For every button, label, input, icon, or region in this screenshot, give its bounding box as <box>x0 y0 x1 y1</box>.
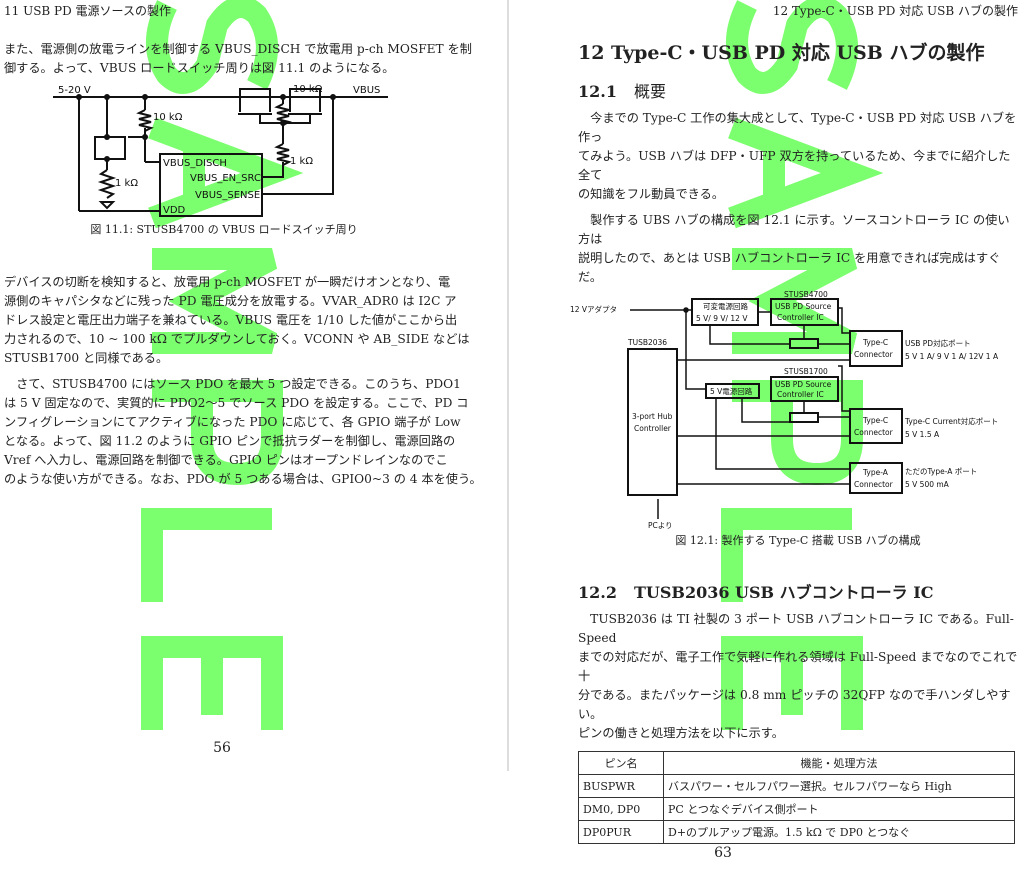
section-number: 12.2 <box>578 583 617 602</box>
paragraph: 今までの Type-C 工作の集大成として、Type-C・USB PD 対応 U… <box>578 109 1018 204</box>
text-line: となる。よって、図 11.2 のように GPIO ピンで抵抗ラダーを制御し、電源… <box>4 434 456 448</box>
text-line: てみよう。USB ハブは DFP・UFP 双方を持っているため、今までに紹介した… <box>578 149 1011 182</box>
column-header: 機能・処理方法 <box>663 751 1015 775</box>
label-r4: 1 kΩ <box>115 178 138 189</box>
chapter-title: 12 Type-C・USB PD 対応 USB ハブの製作 <box>578 42 985 64</box>
text-line: は 5 V 固定なので、実質的に PDO2～5 でソース PDO を設定する。こ… <box>4 396 469 410</box>
label-hub: Controller <box>634 424 672 433</box>
label-pd-ic: USB PD Source <box>775 380 832 389</box>
right-page: 12 Type-C・USB PD 対応 USB ハブの製作 12 Type-C・… <box>510 0 1024 876</box>
table-cell: バスパワー・セルフパワー選択。セルフパワーなら High <box>663 774 1015 798</box>
text-line: 力されるので、10 ~ 100 kΩ でプルダウンしておく。VCONN や AB… <box>4 332 470 346</box>
text-line: STUSB1700 と同様である。 <box>4 351 169 365</box>
text-line: Vref へ入力し、電源回路を制御できる。GPIO ピンはオープンドレインなので… <box>4 453 448 467</box>
label-port1-spec: 5 V 1 A/ 9 V 1 A/ 12V 1 A <box>905 352 999 361</box>
label-type-c: Type-C <box>862 416 888 425</box>
table-cell: DP0PUR <box>578 820 664 844</box>
running-head: 12 Type-C・USB PD 対応 USB ハブの製作 <box>772 4 1018 18</box>
page-number: 63 <box>714 845 732 861</box>
label-port3-spec: 5 V 500 mA <box>905 480 950 489</box>
text-line: 今までの Type-C 工作の集大成として、Type-C・USB PD 対応 U… <box>578 111 1017 144</box>
text-line: までの対応だが、電子工作で気軽に作れる領域は Full-Speed までなのでこ… <box>578 650 1018 683</box>
figure-caption: 図 11.1: STUSB4700 の VBUS ロードスイッチ周り <box>90 223 358 236</box>
text-line: の知識をフル動員できる。 <box>578 187 725 201</box>
label-r2: 10 kΩ <box>293 84 323 95</box>
label-port1: USB PD対応ポート <box>905 338 971 348</box>
label-type-a: Type-A <box>862 468 889 477</box>
text-line: 分である。またパッケージは 0.8 mm ピッチの 32QFP なので手ハンダし… <box>578 688 1011 721</box>
label-pd-ic: USB PD Source <box>775 302 832 311</box>
label-adapter: 12 Vアダプタ <box>570 304 617 314</box>
usb-hub-block-diagram: 12 Vアダプタ 可変電源回路 5 V/ 9 V/ 12 V STUSB4700… <box>570 291 999 530</box>
label-r3: 1 kΩ <box>290 156 313 167</box>
text-line: ンフィグレーションにてアクティブになった PDO に応じて、各 GPIO 端子が… <box>4 415 461 429</box>
label-r1: 10 kΩ <box>153 112 183 123</box>
text-line: TUSB2036 は TI 社製の 3 ポート USB ハブコントローラ IC … <box>578 612 1014 645</box>
paragraph: デバイスの切断を検知すると、放電用 p-ch MOSFET が一瞬だけオンとなり… <box>4 273 500 368</box>
text-line: また、電源側の放電ラインを制御する VBUS_DISCH で放電用 p-ch M… <box>4 42 472 56</box>
pin-vdd: VDD <box>163 205 186 216</box>
table-cell: BUSPWR <box>578 774 664 798</box>
label-variable-psu: 可変電源回路 <box>703 301 748 311</box>
label-tusb2036: TUSB2036 <box>627 338 667 347</box>
figure-caption: 図 12.1: 製作する Type-C 搭載 USB ハブの構成 <box>675 534 921 547</box>
text-line: さて、STUSB4700 にはソース PDO を最大 5 つ設定できる。このうち… <box>4 377 461 391</box>
text-line: ピンの働きと処理方法を以下に示す。 <box>578 726 784 740</box>
column-header: ピン名 <box>578 751 664 775</box>
label-vbus: VBUS <box>353 85 380 96</box>
label-5v-psu: 5 V電源回路 <box>710 386 753 396</box>
label-vin: 5-20 V <box>58 85 91 96</box>
table-cell: PC とつなぐデバイス側ポート <box>663 797 1015 821</box>
pin-vbus-sense: VBUS_SENSE <box>195 190 260 201</box>
label-pd-ic: Controller IC <box>777 313 824 322</box>
text-line: ドレス設定と電圧出力端子を兼ねている。VBUS 電圧を 1/10 した値がここか… <box>4 313 458 327</box>
text-line: 説明したので、あとは USB ハブコントローラ IC を用意できれば完成はすぐだ… <box>578 251 1001 284</box>
section-title: TUSB2036 USB ハブコントローラ IC <box>634 583 934 602</box>
table-cell: D+のプルアップ電源。1.5 kΩ で DP0 とつなぐ <box>663 820 1015 844</box>
label-connector: Connector <box>854 480 894 489</box>
paragraph: さて、STUSB4700 にはソース PDO を最大 5 つ設定できる。このうち… <box>4 375 500 489</box>
label-hub: 3-port Hub <box>632 412 673 421</box>
label-connector: Connector <box>854 428 894 437</box>
vbus-load-switch-schematic: 5-20 V VBUS 10 kΩ 10 kΩ 1 kΩ 1 kΩ VBUS_D… <box>53 84 388 217</box>
watermark-letter <box>141 636 283 730</box>
watermark-letter <box>141 508 272 602</box>
page-number: 56 <box>213 740 231 756</box>
table-cell: DM0, DP0 <box>578 797 664 821</box>
label-pc: PCより <box>648 521 673 530</box>
section-heading: 12.2 TUSB2036 USB ハブコントローラ IC <box>578 582 1018 604</box>
label-stusb1700: STUSB1700 <box>784 367 828 376</box>
text-line: 源側のキャパシタなどに残った PD 電圧成分を放電する。VVAR_ADR0 は … <box>4 294 457 308</box>
pin-vbus-en-src: VBUS_EN_SRC <box>190 173 261 184</box>
page-gutter <box>507 0 509 771</box>
pin-vbus-disch: VBUS_DISCH <box>163 158 227 169</box>
label-stusb4700: STUSB4700 <box>784 291 828 299</box>
label-port2-spec: 5 V 1.5 A <box>905 430 940 439</box>
text-line: デバイスの切断を検知すると、放電用 p-ch MOSFET が一瞬だけオンとなり… <box>4 275 451 289</box>
label-pd-ic: Controller IC <box>777 390 824 399</box>
section-title: 概要 <box>634 82 667 101</box>
label-variable-psu-voltages: 5 V/ 9 V/ 12 V <box>696 314 748 323</box>
section-heading: 12.1 概要 <box>578 81 1018 103</box>
text-line: 御する。よって、VBUS ロードスイッチ周りは図 11.1 のようになる。 <box>4 61 395 75</box>
label-connector: Connector <box>854 350 894 359</box>
label-type-c: Type-C <box>862 338 888 347</box>
label-port2: Type-C Current対応ポート <box>904 416 998 426</box>
section-number: 12.1 <box>578 82 617 101</box>
paragraph: TUSB2036 は TI 社製の 3 ポート USB ハブコントローラ IC … <box>578 610 1018 743</box>
text-line: 製作する UBS ハブの構成を図 12.1 に示す。ソースコントローラ IC の… <box>578 213 1010 246</box>
left-page: 11 USB PD 電源ソースの製作 また、電源側の放電ラインを制御する VBU… <box>0 0 506 771</box>
running-head: 11 USB PD 電源ソースの製作 <box>4 4 171 18</box>
paragraph: また、電源側の放電ラインを制御する VBUS_DISCH で放電用 p-ch M… <box>4 40 500 78</box>
text-line: のような使い方ができる。なお、PDO が 5 つある場合は、GPIO0~3 の … <box>4 472 482 486</box>
paragraph: 製作する UBS ハブの構成を図 12.1 に示す。ソースコントローラ IC の… <box>578 211 1018 287</box>
label-port3: ただのType-A ポート <box>905 467 977 476</box>
